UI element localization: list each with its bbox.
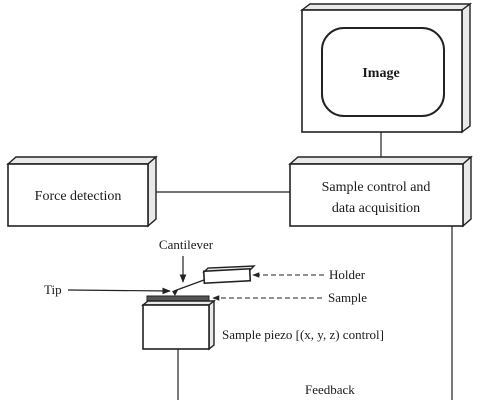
feedback-label: Feedback xyxy=(305,382,355,397)
force-box-top-face xyxy=(6,156,158,165)
tip-shape xyxy=(172,290,178,296)
tip-arrow xyxy=(67,287,171,295)
cantilever-label: Cantilever xyxy=(159,237,214,252)
holder-label: Holder xyxy=(329,267,366,282)
control-box-top-face xyxy=(288,156,473,165)
holder-front xyxy=(202,267,252,285)
piezo-front xyxy=(142,304,210,350)
sample-control-block: Sample control and data acquisition xyxy=(288,155,473,228)
tip-label: Tip xyxy=(44,282,62,297)
sample-piezo-label: Sample piezo [(x, y, z) control] xyxy=(222,327,384,342)
monitor-block: Image xyxy=(299,2,473,134)
monitor-screen xyxy=(321,27,445,117)
force-detection-label: Force detection xyxy=(35,189,122,204)
control-box-right-face xyxy=(462,155,472,228)
piezo-block xyxy=(141,299,216,351)
image-label: Image xyxy=(362,66,399,81)
monitor-right-face xyxy=(461,2,471,134)
cantilever-beam xyxy=(173,279,205,292)
force-detection-block: Force detection xyxy=(6,155,158,228)
force-box-right-face xyxy=(147,155,157,228)
holder-block xyxy=(202,265,256,285)
sample-label: Sample xyxy=(328,290,367,305)
sample-control-label-line2: data acquisition xyxy=(332,201,420,216)
monitor-top-face xyxy=(299,3,473,11)
sample-control-label-line1: Sample control and xyxy=(322,180,431,195)
control-box-front xyxy=(289,163,464,227)
sample-layer xyxy=(146,295,210,302)
force-box-front xyxy=(7,163,149,227)
